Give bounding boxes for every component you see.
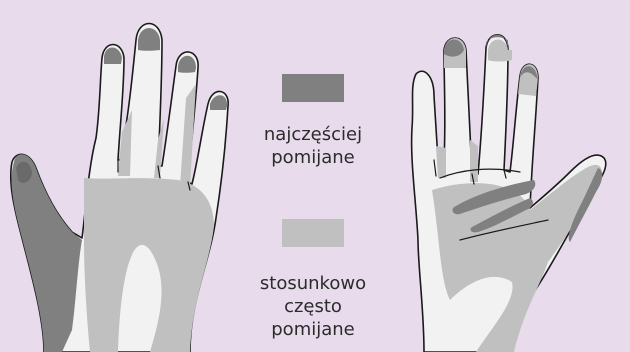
legend-label-relatively-often: stosunkowo często pomijane bbox=[238, 272, 388, 341]
hand-palm-icon bbox=[412, 35, 606, 352]
legend-swatch-most-often bbox=[282, 74, 344, 102]
hand-back-icon bbox=[11, 24, 228, 352]
legend-label-most-often: najczęściej pomijane bbox=[238, 123, 388, 169]
back-region-dark-thumb bbox=[12, 154, 82, 352]
legend-swatch-relatively-often bbox=[282, 219, 344, 247]
